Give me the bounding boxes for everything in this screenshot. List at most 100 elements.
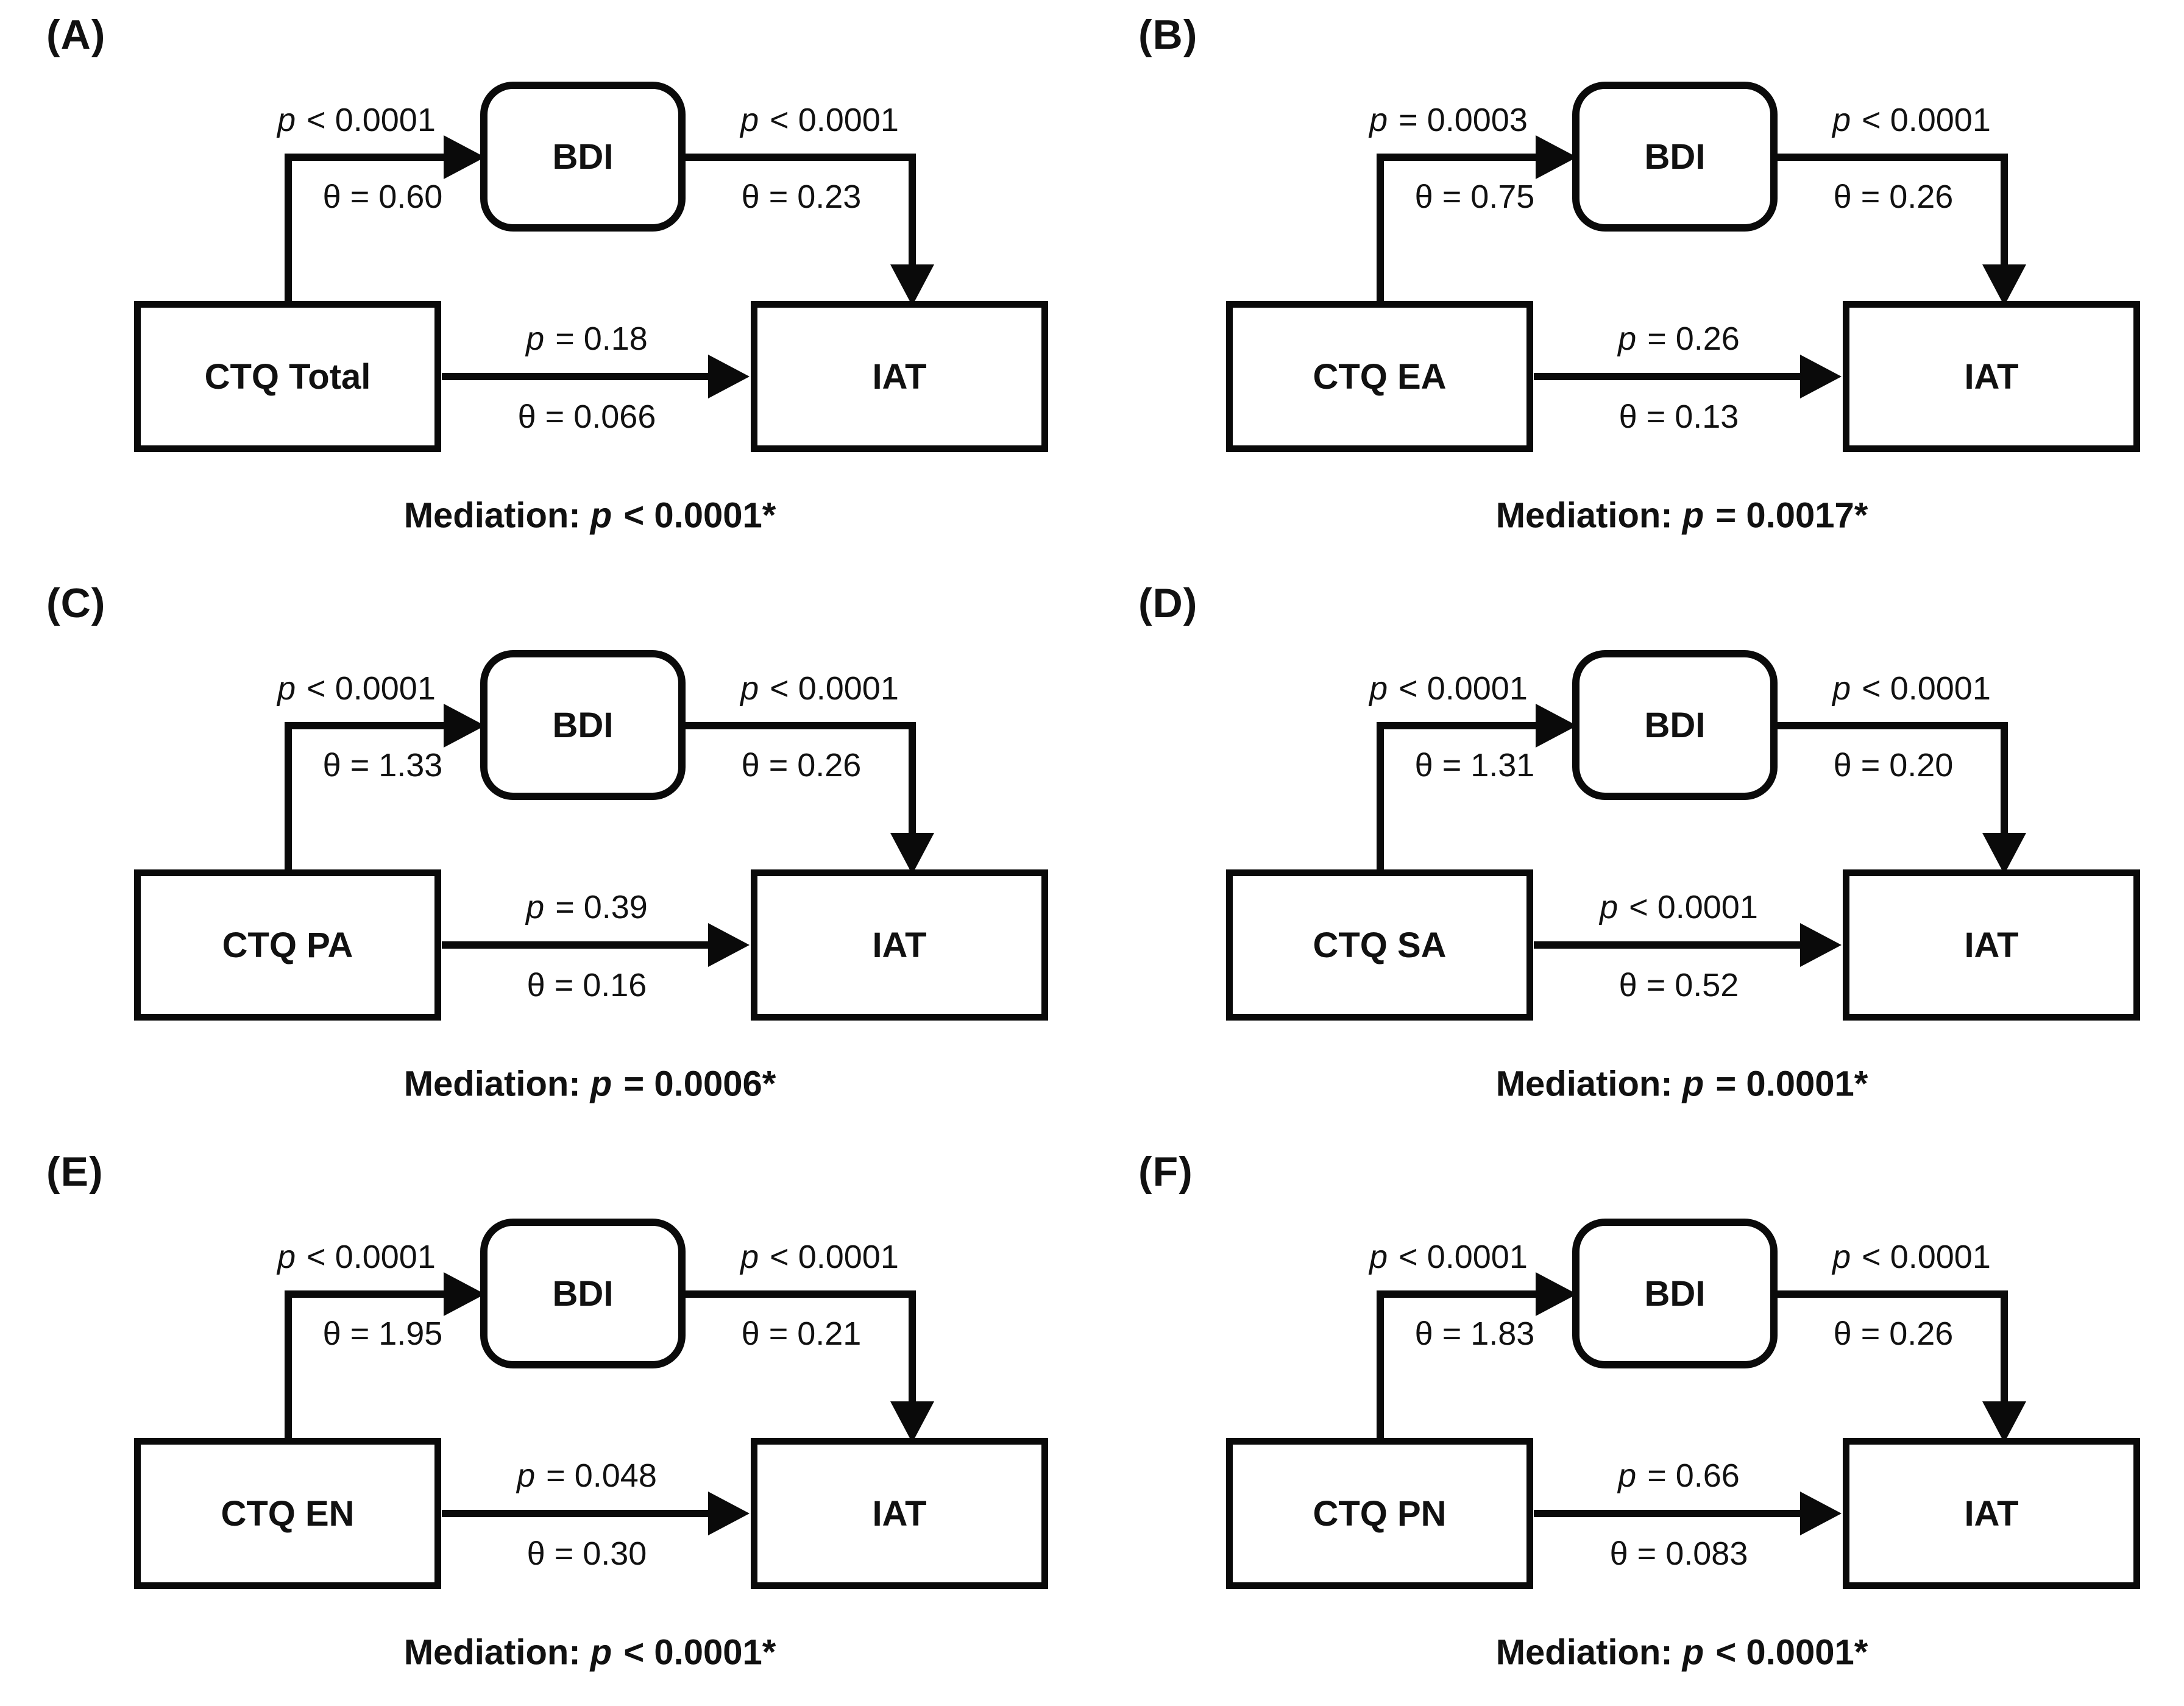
path-a-arrowhead	[1536, 704, 1577, 748]
path-a-p-label: p < 0.0001	[277, 670, 436, 707]
path-b-p-label: p < 0.0001	[1832, 670, 1991, 707]
path-a-theta-label: θ = 0.75	[1414, 179, 1535, 215]
p-symbol: p	[1832, 670, 1851, 707]
p-symbol: p	[1832, 1239, 1851, 1275]
mediation-prefix: Mediation:	[403, 1632, 581, 1672]
p-symbol: p	[1682, 1632, 1704, 1672]
path-c-arrowhead	[1800, 355, 1842, 398]
path-b-arrow	[686, 1290, 916, 1401]
p-value: = 0.048	[537, 1457, 657, 1494]
path-a-arrowhead	[444, 704, 485, 748]
predictor-box: CTQ EN	[134, 1438, 441, 1589]
mediation-prefix: Mediation:	[1495, 1632, 1673, 1672]
p-symbol: p	[517, 1457, 536, 1494]
path-a-theta-label: θ = 1.95	[322, 1315, 443, 1352]
mediation-p-value: = 0.0017*	[1706, 495, 1868, 536]
path-b-theta-label: θ = 0.26	[1833, 1315, 1954, 1352]
path-b-arrowhead	[890, 264, 934, 306]
mediator-box: BDI	[480, 1219, 686, 1368]
panel-f-arrows	[1377, 1272, 2026, 1535]
path-a-arrow	[285, 1290, 444, 1442]
p-symbol: p	[1682, 1064, 1704, 1104]
p-value: < 0.0001	[1620, 889, 1758, 926]
mediation-result: Mediation: p = 0.0017*	[1496, 495, 1868, 536]
mediation-result: Mediation: p < 0.0001*	[404, 495, 776, 536]
panel-c-arrows	[285, 704, 934, 967]
p-value: < 0.0001	[1852, 1239, 1991, 1275]
p-symbol: p	[277, 1239, 296, 1275]
path-b-arrow	[686, 154, 916, 264]
outcome-box: IAT	[751, 301, 1048, 452]
p-symbol: p	[1832, 102, 1851, 138]
path-b-arrowhead	[1982, 833, 2026, 874]
p-value: < 0.0001	[297, 670, 436, 707]
panel-b: (B) BDI CTQ EA IAT p = 0.0003 θ = 0.75 p…	[1092, 0, 2184, 568]
path-a-theta-label: θ = 1.31	[1414, 747, 1535, 784]
mediation-result: Mediation: p < 0.0001*	[1496, 1632, 1868, 1673]
p-symbol: p	[1618, 320, 1637, 357]
path-c-arrowhead	[1800, 923, 1842, 967]
path-b-theta-label: θ = 0.26	[741, 747, 862, 784]
p-value: = 0.66	[1638, 1457, 1740, 1494]
path-b-arrow	[1778, 154, 2008, 264]
path-b-p-label: p < 0.0001	[1832, 101, 1991, 139]
p-value: < 0.0001	[297, 1239, 436, 1275]
outcome-box: IAT	[1843, 869, 2140, 1021]
path-a-theta-label: θ = 1.83	[1414, 1315, 1535, 1352]
predictor-box: CTQ SA	[1226, 869, 1533, 1021]
path-b-arrowhead	[1982, 264, 2026, 306]
panel-label: (C)	[46, 580, 106, 626]
panel-label: (E)	[46, 1149, 104, 1195]
p-symbol: p	[1369, 670, 1388, 707]
predictor-box: CTQ PA	[134, 869, 441, 1021]
mediation-prefix: Mediation:	[403, 1064, 581, 1104]
outcome-box: IAT	[751, 869, 1048, 1021]
p-symbol: p	[277, 670, 296, 707]
mediation-result: Mediation: p = 0.0006*	[404, 1064, 776, 1105]
p-symbol: p	[277, 102, 296, 138]
p-value: < 0.0001	[1389, 670, 1528, 707]
path-a-arrowhead	[1536, 1272, 1577, 1316]
mediation-prefix: Mediation:	[403, 495, 581, 536]
p-symbol: p	[590, 1064, 612, 1104]
mediator-box: BDI	[1572, 82, 1778, 232]
path-c-arrowhead	[708, 923, 750, 967]
path-b-theta-label: θ = 0.23	[741, 179, 862, 215]
path-c-p-label: p = 0.26	[1618, 320, 1740, 358]
path-a-arrow	[285, 722, 444, 873]
mediation-p-value: = 0.0006*	[614, 1064, 776, 1104]
path-a-arrowhead	[444, 1272, 485, 1316]
predictor-box: CTQ Total	[134, 301, 441, 452]
outcome-box: IAT	[751, 1438, 1048, 1589]
mediation-result: Mediation: p < 0.0001*	[404, 1632, 776, 1673]
path-c-p-label: p = 0.18	[526, 320, 648, 358]
p-symbol: p	[1369, 102, 1388, 138]
path-a-p-label: p < 0.0001	[1369, 670, 1528, 707]
path-c-p-label: p = 0.66	[1618, 1457, 1740, 1495]
path-c-arrowhead	[1800, 1492, 1842, 1535]
p-symbol: p	[740, 670, 759, 707]
mediation-result: Mediation: p = 0.0001*	[1496, 1064, 1868, 1105]
path-c-theta-label: θ = 0.083	[1609, 1535, 1748, 1572]
path-c-theta-label: θ = 0.16	[526, 967, 647, 1003]
p-symbol: p	[526, 320, 545, 357]
p-value: = 0.0003	[1389, 102, 1528, 138]
path-c-arrowhead	[708, 1492, 750, 1535]
path-c-theta-label: θ = 0.066	[517, 398, 656, 435]
mediation-p-value: < 0.0001*	[1706, 1632, 1868, 1672]
p-symbol: p	[1618, 1457, 1637, 1494]
path-b-p-label: p < 0.0001	[740, 101, 899, 139]
outcome-box: IAT	[1843, 1438, 2140, 1589]
path-b-theta-label: θ = 0.21	[741, 1315, 862, 1352]
path-c-p-label: p = 0.048	[517, 1457, 657, 1495]
path-a-arrow	[1377, 722, 1536, 873]
p-symbol: p	[740, 1239, 759, 1275]
mediator-box: BDI	[1572, 650, 1778, 800]
path-a-p-label: p < 0.0001	[277, 1238, 436, 1276]
p-value: = 0.18	[546, 320, 648, 357]
path-b-p-label: p < 0.0001	[740, 670, 899, 707]
panel-e: (E) BDI CTQ EN IAT p < 0.0001 θ = 1.95 p…	[0, 1137, 1092, 1705]
path-a-p-label: p < 0.0001	[1369, 1238, 1528, 1276]
p-value: < 0.0001	[1389, 1239, 1528, 1275]
p-value: < 0.0001	[297, 102, 436, 138]
